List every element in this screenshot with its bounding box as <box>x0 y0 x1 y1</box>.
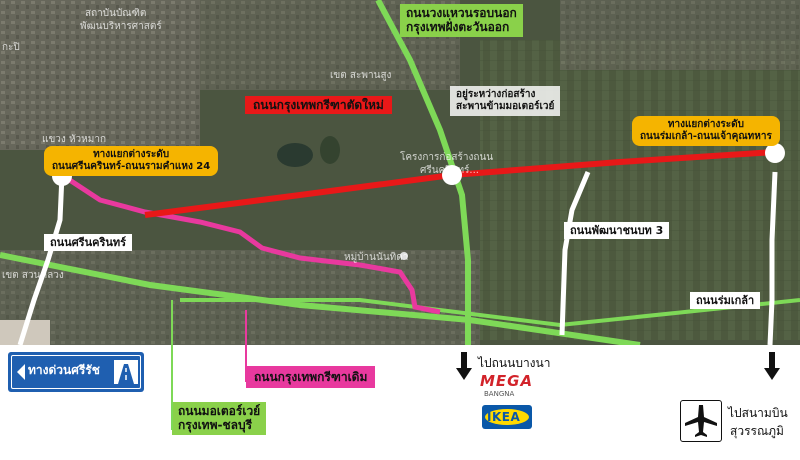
motorway-label-line1: ถนนมอเตอร์เวย์ <box>178 404 261 418</box>
khwaeng-hua-mak-label: แขวง หัวหมาก <box>42 134 107 145</box>
to-airport-line2: สุวรรณภูมิ <box>730 424 784 438</box>
ikea-brand-text: IKEA <box>487 410 521 424</box>
district-suan-luang-label: เขต สวนหลวง <box>2 270 64 281</box>
kapi-label: กะปิ <box>2 42 20 53</box>
romklao-road-line <box>767 171 778 345</box>
pond <box>277 143 313 167</box>
motorway-line-upper <box>180 298 800 328</box>
top-left-label-1: สถาบันบัณฑิต <box>85 8 147 19</box>
ikea-logo-oval <box>485 409 529 425</box>
interchange-right-marker[interactable] <box>765 143 785 163</box>
interchange-center-marker[interactable] <box>442 165 462 185</box>
village-label: หมู่บ้านนันทิดา <box>344 252 409 263</box>
top-left-label-2: พัฒนบริหารศาสตร์ <box>80 21 162 32</box>
romklao-road-label: ถนนร่มเกล้า <box>690 292 761 310</box>
ring-road-line <box>375 0 471 345</box>
motorway-line <box>0 252 641 345</box>
interchange-right-line2: ถนนร่มเกล้า-ถนนเจ้าคุณทหาร <box>640 131 772 142</box>
srinakarin-road-label: ถนนศรีนครินทร์ <box>44 234 133 252</box>
project-label-2: ศรีนครินทร์... <box>420 165 479 176</box>
arrow-left-icon <box>17 364 25 380</box>
expressway-sign[interactable]: ทางด่วนศรีรัช <box>8 352 144 392</box>
under-construction-line2: สะพานข้ามมอเตอร์เวย์ <box>456 101 555 112</box>
satellite-map[interactable] <box>0 0 800 345</box>
pond-2 <box>320 136 340 164</box>
to-bangna-label: ไปถนนบางนา <box>478 356 551 370</box>
urban-area-left <box>0 0 200 150</box>
new-road-label: ถนนกรุงเทพกรีฑาตัดใหม่ <box>245 96 392 115</box>
old-road-line <box>60 172 441 315</box>
srinakarin-road-line <box>17 174 65 345</box>
expressway-sign-text: ทางด่วนศรีรัช <box>28 363 100 377</box>
old-road-label: ถนนกรุงเทพกรีฑาเดิม <box>246 366 376 389</box>
ring-road-label: ถนนวงแหวนรอบนอก กรุงเทพฝั่งตะวันออก <box>400 4 523 37</box>
interchange-left-label: ทางแยกต่างระดับ ถนนศรีนครินทร์-ถนนรามคำแ… <box>44 146 219 176</box>
expressway-sign-border <box>11 355 141 389</box>
motorway-label-line2: กรุงเทพ-ชลบุรี <box>178 418 253 433</box>
village-pin[interactable] <box>400 252 408 260</box>
phatthana-road-label: ถนนพัฒนาชนบท 3 <box>564 222 670 240</box>
interchange-right-line1: ทางแยกต่างระดับ <box>667 119 744 130</box>
ring-road-label-line1: ถนนวงแหวนรอบนอก <box>406 6 517 20</box>
ikea-logo: IKEA <box>482 405 532 429</box>
under-construction-line1: อยู่ระหว่างก่อสร้าง <box>456 89 536 100</box>
interchange-left-line1: ทางแยกต่างระดับ <box>93 149 170 160</box>
urban-area-topright <box>560 0 800 70</box>
highway-icon <box>114 360 138 384</box>
interchange-right-label: ทางแยกต่างระดับ ถนนร่มเกล้า-ถนนเจ้าคุณทห… <box>632 116 780 146</box>
airplane-icon-box <box>680 400 722 442</box>
airplane-icon <box>685 405 717 437</box>
arrow-down-icon <box>456 352 472 380</box>
project-label-1: โครงการก่อสร้างถนน <box>400 152 494 163</box>
mega-sub-text: BANGNA <box>484 390 515 398</box>
ring-road-label-line2: กรุงเทพฝั่งตะวันออก <box>406 20 510 35</box>
motorway-label: ถนนมอเตอร์เวย์ กรุงเทพ-ชลบุรี <box>172 402 267 435</box>
mega-bangna-logo: MEGA BANGNA <box>480 372 536 402</box>
arrow-down-icon <box>764 352 780 380</box>
mega-brand-text: MEGA <box>480 372 534 390</box>
district-saphan-sung-label: เขต สะพานสูง <box>330 70 392 81</box>
interchange-left-line2: ถนนศรีนครินทร์-ถนนรามคำแหง 24 <box>52 161 211 172</box>
to-airport-line1: ไปสนามบิน <box>728 406 788 420</box>
under-construction-label: อยู่ระหว่างก่อสร้าง สะพานข้ามมอเตอร์เวย์ <box>450 86 561 116</box>
